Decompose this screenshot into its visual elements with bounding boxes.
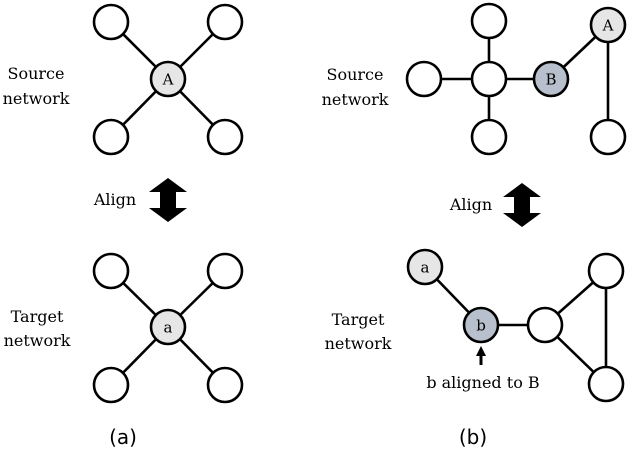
graph-node (92, 366, 130, 404)
double-arrow-icon (149, 178, 187, 222)
graph-node-a (406, 248, 444, 286)
graph-node (92, 3, 130, 41)
panel-b-target-label-line2: network (325, 334, 392, 353)
panel-b-target-label-line1: Target (332, 310, 385, 329)
node-label-A: A (602, 17, 614, 35)
graph-node (92, 118, 130, 156)
graph-node (470, 2, 508, 40)
graph-node-b (462, 306, 500, 344)
graph-node-A (149, 60, 187, 98)
graph-node (470, 60, 508, 98)
graph-node (470, 118, 508, 156)
graph-node (206, 252, 244, 290)
panel-a: Source network A Align Target network (3, 3, 244, 449)
panel-a-align-label: Align (93, 190, 136, 209)
panel-b-source-label-line2: network (322, 90, 389, 109)
graph-node-a (149, 308, 187, 346)
node-label-b: b (476, 317, 486, 335)
panel-a-source-label-line1: Source (8, 64, 65, 83)
panel-b-source-label-line1: Source (327, 65, 384, 84)
graph-node (526, 306, 564, 344)
panel-a-source-label-line2: network (3, 89, 70, 108)
double-arrow-icon (503, 183, 541, 227)
node-label-a: a (164, 319, 173, 337)
arrow-head (476, 346, 486, 356)
graph-node (405, 60, 443, 98)
node-label-a: a (421, 259, 430, 277)
graph-node (92, 252, 130, 290)
annotation-text: b aligned to B (426, 373, 539, 392)
node-label-A: A (162, 71, 174, 89)
graph-node (587, 252, 625, 290)
panel-b-target-network: a b (406, 248, 625, 403)
graph-node (589, 118, 627, 156)
panel-a-caption: (a) (109, 425, 137, 449)
graph-node (206, 3, 244, 41)
panel-a-target-label-line1: Target (11, 307, 64, 326)
graph-node-B (532, 60, 570, 98)
panel-a-target-network: a (92, 252, 244, 404)
graph-node-A (589, 6, 627, 44)
panel-a-source-network: A (92, 3, 244, 156)
annotation-arrow-icon (476, 346, 486, 365)
panel-b-caption: (b) (459, 425, 487, 449)
graph-node (587, 365, 625, 403)
panel-a-target-label-line2: network (4, 331, 71, 350)
panel-b: Source network B A Align Target network (322, 2, 627, 449)
panel-b-align-label: Align (449, 195, 492, 214)
graph-node (206, 118, 244, 156)
graph-node (206, 366, 244, 404)
node-label-B: B (545, 71, 556, 89)
panel-b-source-network: B A (405, 2, 627, 156)
